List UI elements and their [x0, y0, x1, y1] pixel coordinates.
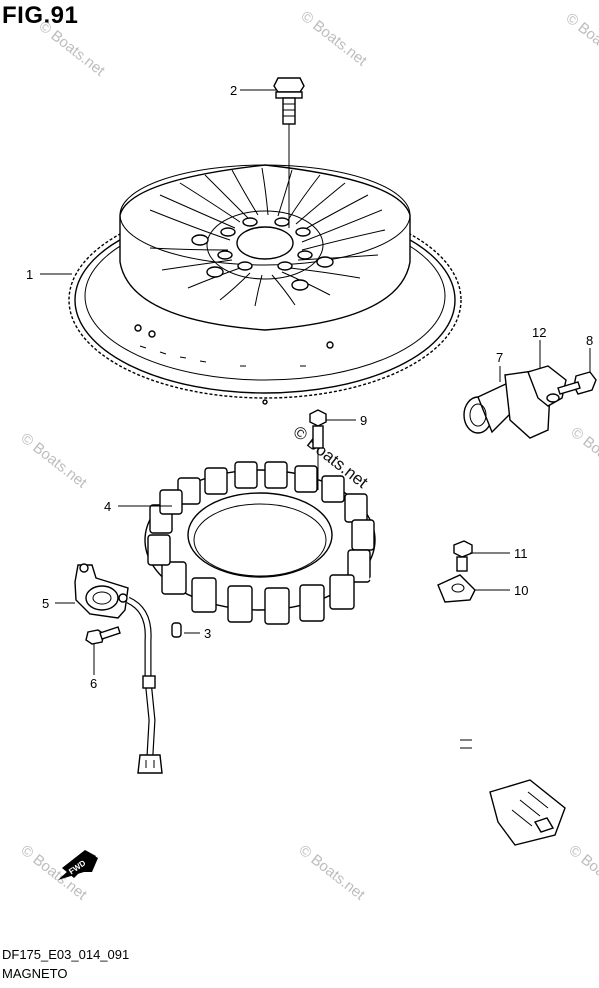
flywheel-bolt: [273, 77, 305, 228]
diagram-code: DF175_E03_014_091: [2, 947, 130, 962]
diagram-name: MAGNETO: [2, 966, 68, 981]
watermark: © Boats.net: [18, 430, 91, 492]
stator: [144, 461, 566, 846]
figure-title: FIG.91: [2, 2, 79, 29]
crank-position-sensor: [463, 365, 597, 439]
stator-bolt: [309, 409, 327, 490]
callout-9: 9: [360, 413, 367, 428]
leader-lines: [40, 89, 591, 675]
watermark: © Boats.net: [566, 842, 599, 904]
clamp: [437, 540, 476, 603]
callout-2: 2: [230, 83, 237, 98]
watermark: © Boats.net: [563, 10, 599, 72]
callout-numbers: 1 2 3 4 5 6 7 8 9 10 11 12: [26, 83, 593, 691]
callout-7: 7: [496, 350, 503, 365]
callout-11: 11: [514, 546, 528, 561]
flywheel-rotor: [68, 164, 462, 405]
fwd-arrow-icon: FWD: [58, 850, 98, 880]
watermark: © Boats.net: [296, 842, 369, 904]
watermark: © Boats.net: [36, 18, 109, 80]
callout-10: 10: [514, 583, 528, 598]
callout-3: 3: [204, 626, 211, 641]
pulser-coil: [74, 563, 163, 774]
callout-5: 5: [42, 596, 49, 611]
watermark: © Boats.net: [298, 8, 371, 70]
callout-12: 12: [532, 325, 546, 340]
callout-8: 8: [586, 333, 593, 348]
callout-1: 1: [26, 267, 33, 282]
callout-6: 6: [90, 676, 97, 691]
callout-4: 4: [104, 499, 111, 514]
watermark: © Boats.net: [568, 424, 599, 486]
